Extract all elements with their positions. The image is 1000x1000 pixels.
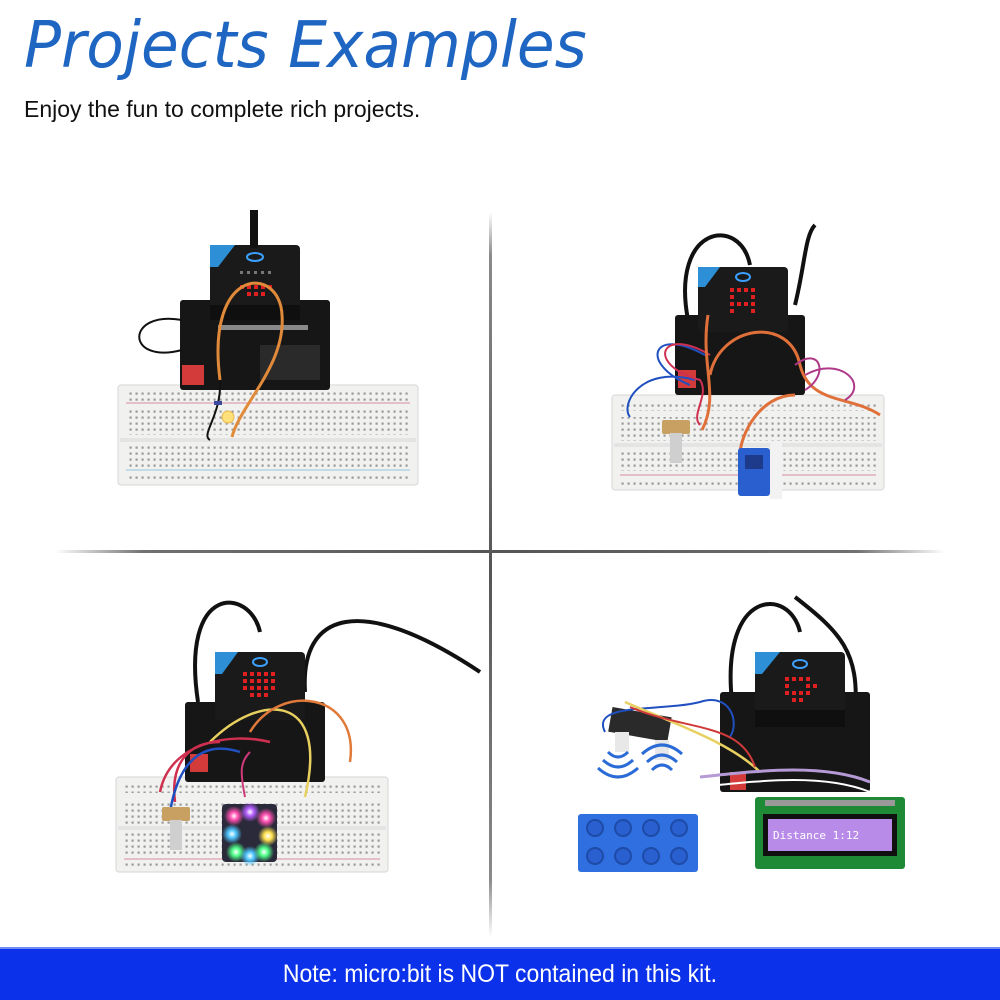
lcd-display: Distance 1:12 bbox=[755, 797, 905, 869]
microbit bbox=[215, 652, 305, 720]
project-image-led bbox=[110, 205, 430, 495]
potentiometer bbox=[162, 807, 190, 821]
usb-cable bbox=[250, 210, 258, 248]
project-image-ultrasonic-lcd: Distance 1:12 bbox=[570, 592, 920, 882]
servo-motor bbox=[738, 441, 782, 499]
ultrasonic-sensor bbox=[608, 706, 672, 760]
lcd-text: Distance 1:12 bbox=[773, 829, 859, 842]
note-banner: Note: micro:bit is NOT contained in this… bbox=[0, 947, 1000, 1000]
page-title: Projects Examples bbox=[24, 9, 587, 83]
vertical-divider bbox=[489, 212, 492, 937]
page-subtitle: Enjoy the fun to complete rich projects. bbox=[24, 96, 421, 122]
usb-cable bbox=[683, 233, 752, 321]
rgb-led-module bbox=[222, 802, 278, 866]
building-brick bbox=[578, 814, 698, 872]
potentiometer bbox=[662, 420, 690, 434]
led bbox=[221, 410, 235, 424]
microbit bbox=[755, 652, 845, 727]
project-image-rgb bbox=[100, 592, 490, 877]
usb-cable bbox=[193, 600, 262, 703]
project-image-servo bbox=[590, 205, 910, 500]
ultrasonic-wave-icon bbox=[596, 743, 684, 779]
usb-cable bbox=[728, 602, 802, 703]
microbit bbox=[698, 267, 788, 332]
breadboard bbox=[117, 384, 419, 486]
note-text: Note: micro:bit is NOT contained in this… bbox=[282, 960, 718, 988]
horizontal-divider bbox=[55, 550, 945, 553]
expansion-board bbox=[185, 702, 325, 782]
